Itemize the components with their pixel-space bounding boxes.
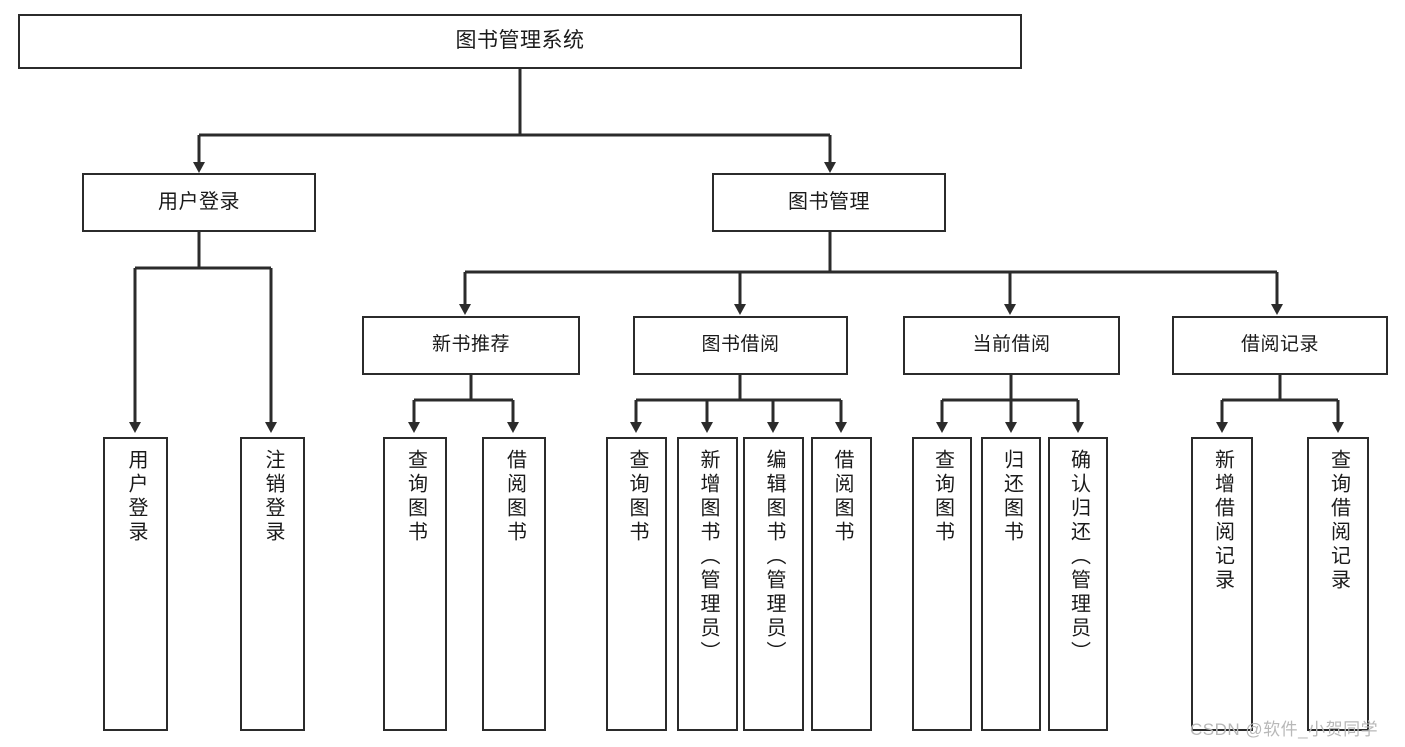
leaf-borrow-book-2[interactable]: 借阅图书: [811, 437, 872, 731]
node-new-book-recommend[interactable]: 新书推荐: [362, 316, 580, 375]
node-user-login[interactable]: 用户登录: [82, 173, 316, 232]
node-label: 查询借阅记录: [1327, 449, 1350, 593]
node-label: 图书管理: [788, 190, 870, 213]
leaf-user-login[interactable]: 用户登录: [103, 437, 168, 731]
node-label: 注销登录: [262, 449, 284, 545]
node-label: 图书管理系统: [455, 29, 585, 53]
node-label: 查询图书: [626, 449, 648, 545]
node-book-management[interactable]: 图书管理: [712, 173, 946, 232]
node-label: 借阅记录: [1240, 334, 1319, 356]
node-label: 确认归还（管理员）: [1067, 449, 1090, 665]
node-borrow-record[interactable]: 借阅记录: [1172, 316, 1388, 375]
node-label: 查询图书: [404, 449, 427, 545]
leaf-add-record[interactable]: 新增借阅记录: [1191, 437, 1253, 731]
node-label: 图书借阅: [701, 334, 780, 356]
leaf-confirm-return[interactable]: 确认归还（管理员）: [1048, 437, 1108, 731]
node-label: 借阅图书: [503, 449, 526, 545]
node-label: 编辑图书（管理员）: [763, 449, 785, 665]
leaf-borrow-book-1[interactable]: 借阅图书: [482, 437, 546, 731]
node-label: 用户登录: [158, 190, 240, 213]
node-root[interactable]: 图书管理系统: [18, 14, 1022, 69]
leaf-edit-book[interactable]: 编辑图书（管理员）: [743, 437, 804, 731]
node-label: 用户登录: [125, 449, 147, 545]
node-label: 新增借阅记录: [1211, 449, 1234, 593]
leaf-query-book-3[interactable]: 查询图书: [912, 437, 972, 731]
csdn-watermark: CSDN @软件_小贺同学: [1190, 720, 1379, 739]
leaf-return-book[interactable]: 归还图书: [981, 437, 1041, 731]
node-label: 当前借阅: [972, 334, 1051, 356]
leaf-query-book-1[interactable]: 查询图书: [383, 437, 447, 731]
leaf-logout[interactable]: 注销登录: [240, 437, 305, 731]
node-current-borrow[interactable]: 当前借阅: [903, 316, 1120, 375]
node-label: 新书推荐: [431, 334, 510, 356]
node-label: 借阅图书: [831, 449, 853, 545]
leaf-query-record[interactable]: 查询借阅记录: [1307, 437, 1369, 731]
leaf-query-book-2[interactable]: 查询图书: [606, 437, 667, 731]
node-label: 查询图书: [931, 449, 954, 545]
node-label: 归还图书: [1000, 449, 1023, 545]
node-label: 新增图书（管理员）: [697, 449, 719, 665]
node-book-borrow[interactable]: 图书借阅: [633, 316, 848, 375]
leaf-add-book[interactable]: 新增图书（管理员）: [677, 437, 738, 731]
